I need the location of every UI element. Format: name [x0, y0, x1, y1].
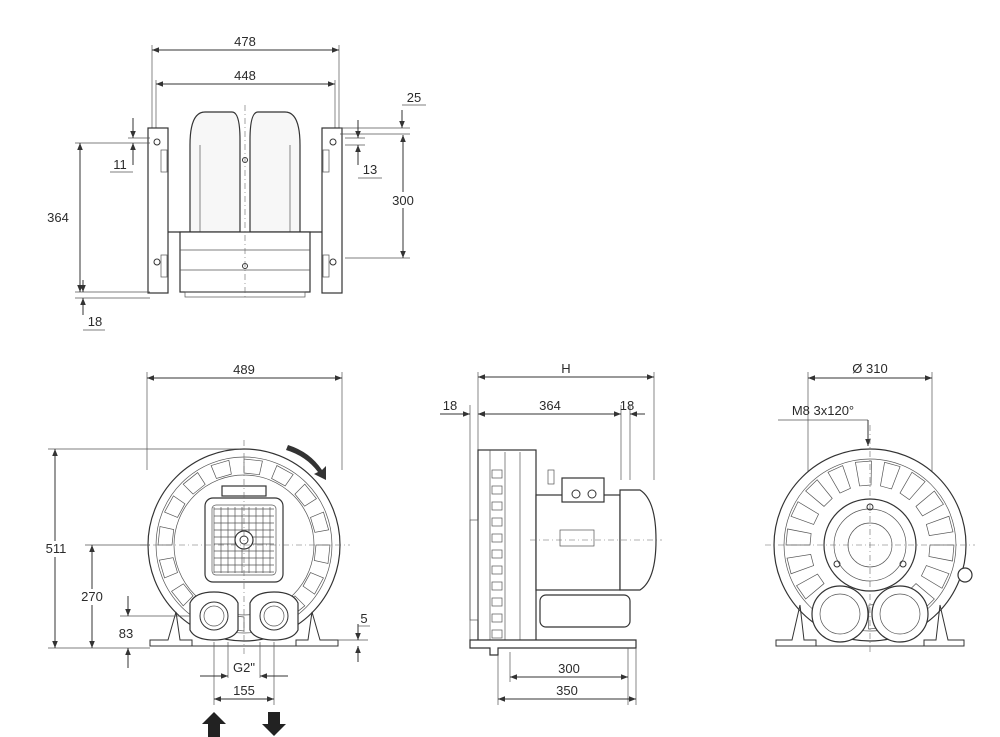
housing-rib: [491, 581, 503, 591]
dim-port-thread-label: G2": [233, 660, 255, 675]
housing-rib: [491, 469, 503, 479]
housing-fin: [855, 460, 872, 487]
dim-inner-width-label: 448: [234, 68, 256, 83]
dim-flange-diameter-label: Ø 310: [852, 361, 887, 376]
dim-foot-thickness-label: 5: [360, 611, 367, 626]
top-view: 478 448: [47, 34, 426, 331]
flange-ports: [811, 585, 929, 643]
dim-inner-width: 448: [155, 68, 336, 128]
dim-total-height: 364: [47, 142, 150, 293]
dim-foot-right-label: 13: [363, 162, 377, 177]
fan-grid: [213, 507, 274, 573]
housing-fin: [899, 471, 926, 501]
dim-base-inner-label: 300: [558, 661, 580, 676]
dim-side-length: H: [477, 361, 655, 480]
dim-front-height-label: 511: [46, 541, 67, 556]
dim-base-inner: 300: [509, 648, 629, 705]
housing-fin: [164, 495, 186, 518]
housing-fin: [182, 472, 206, 495]
housing-fin: [790, 501, 820, 525]
housing-rib: [491, 485, 503, 495]
dim-foot-left-label: 11: [113, 157, 127, 172]
dim-bottom-offset-label: 18: [88, 314, 102, 329]
housing-rib: [491, 565, 503, 575]
dim-left-offset-label: 18: [443, 398, 457, 413]
housing-rib: [491, 501, 503, 511]
housing-fin: [796, 573, 825, 600]
dim-front-height: 511: [42, 448, 240, 649]
housing-fin: [928, 544, 955, 562]
dim-top-offset: 25: [340, 90, 426, 135]
housing-fin: [880, 461, 901, 490]
housing-fin: [786, 553, 815, 575]
outlet-arrow-icon: [262, 712, 286, 736]
housing-fin: [805, 479, 833, 507]
housing-fin: [925, 515, 954, 537]
dim-overall-width: 478: [151, 34, 340, 130]
dim-thread-pattern-label: M8 3x120°: [792, 403, 854, 418]
housing-fin: [294, 483, 317, 507]
dim-port-spacing-label: 155: [233, 683, 255, 698]
housing-fin: [827, 465, 851, 494]
dim-thread-pattern: M8 3x120°: [778, 403, 871, 446]
housing-rib: [491, 613, 503, 623]
dim-overall-width-label: 478: [234, 34, 256, 49]
dim-center-height-label: 270: [81, 589, 103, 604]
housing-rib: [491, 597, 503, 607]
front-feet: [149, 611, 339, 647]
front-view: 489: [42, 362, 370, 737]
right-bracket: [321, 127, 343, 294]
housing-fin: [915, 490, 944, 517]
housing-fin: [310, 511, 330, 533]
housing-fin: [210, 459, 232, 479]
dim-base-outer-label: 350: [556, 683, 578, 698]
dim-center-height: 270: [78, 544, 150, 648]
flange-view: Ø 310 M8 3x120°: [765, 361, 975, 655]
dim-base-outer: 350: [497, 648, 637, 705]
inlet-arrow-icon: [202, 712, 226, 737]
housing-rib: [491, 629, 503, 639]
dim-side-offsets: 18 364 18: [440, 398, 645, 640]
side-housing: [469, 449, 537, 646]
dim-mount-height-label: 300: [392, 193, 414, 208]
side-view: H 18 364 18: [440, 361, 662, 705]
rotation-arrow-icon: [286, 445, 326, 480]
housing-fin: [271, 465, 294, 487]
housing-fin: [158, 557, 178, 579]
dim-port-height-label: 83: [119, 626, 133, 641]
dim-front-width-label: 489: [233, 362, 255, 377]
dim-port-spacing: 155: [214, 683, 274, 702]
dim-mount-height: 300: [345, 135, 418, 259]
dim-motor-length-label: 364: [539, 398, 561, 413]
dim-foot-thickness: 5: [338, 611, 370, 662]
dim-port-thread: G2": [200, 642, 288, 705]
housing-rib: [491, 549, 503, 559]
dim-bottom-offset: 18: [75, 280, 150, 331]
outlet-ports: [189, 591, 299, 641]
dim-right-offset-label: 18: [620, 398, 634, 413]
side-motor: [530, 469, 662, 628]
housing-fin: [171, 583, 194, 607]
dim-foot-left: 11: [110, 118, 150, 173]
left-bracket: [147, 127, 169, 294]
side-base: [469, 639, 637, 656]
dim-side-length-label: H: [561, 361, 570, 376]
housing-rib: [491, 517, 503, 527]
dim-port-height: 83: [119, 596, 190, 668]
motor-block: [168, 111, 322, 298]
dim-foot-right: 13: [345, 120, 382, 179]
dim-top-offset-label: 25: [407, 90, 421, 105]
housing-rib: [491, 533, 503, 543]
housing-fin: [302, 572, 324, 595]
dim-front-width: 489: [146, 362, 343, 470]
housing-fin: [920, 565, 950, 589]
dim-total-height-label: 364: [47, 210, 69, 225]
housing-fin: [243, 458, 263, 476]
